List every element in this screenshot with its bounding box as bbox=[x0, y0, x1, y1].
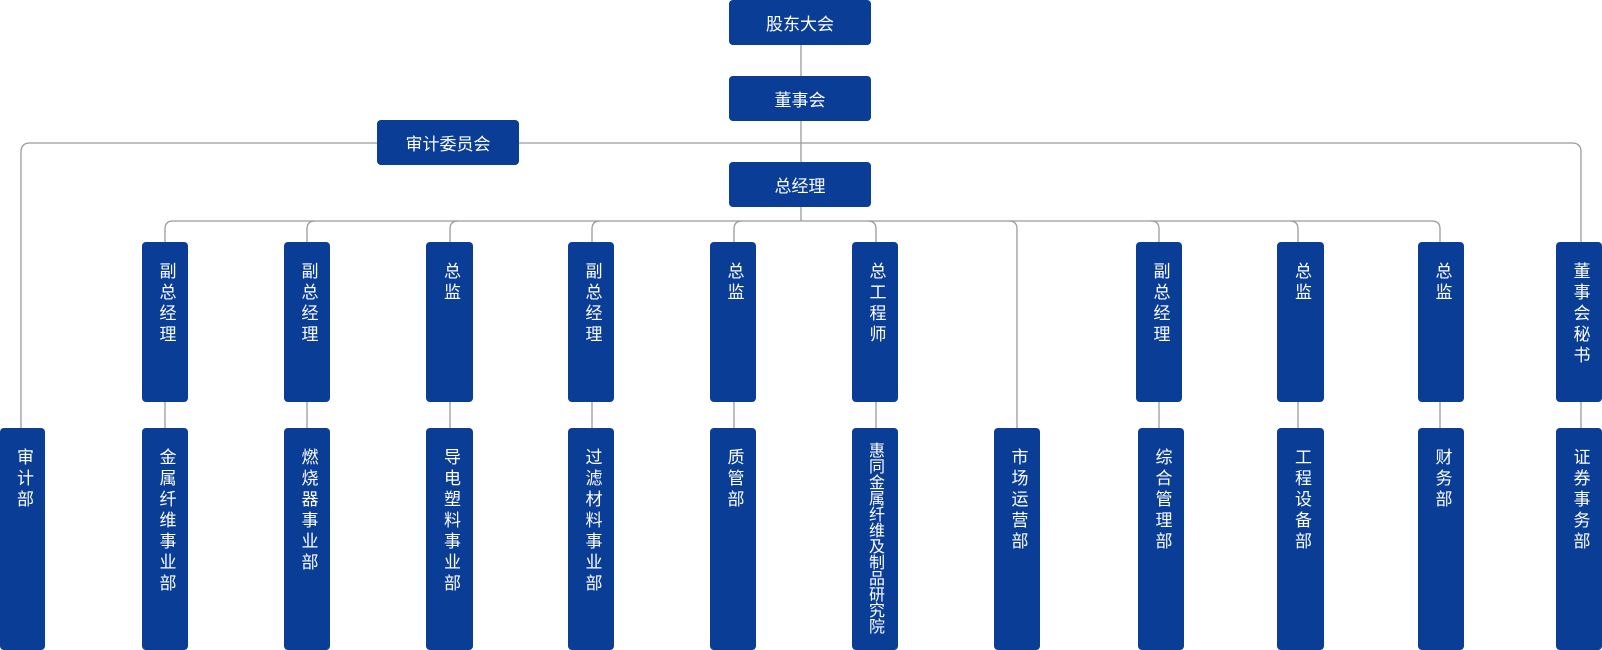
shareholders-box: 股东大会 bbox=[729, 0, 871, 45]
manager-label: 总监 bbox=[723, 262, 744, 304]
manager-box: 总工程师 bbox=[852, 242, 898, 402]
manager-box: 总监 bbox=[1418, 242, 1464, 402]
manager-box: 总监 bbox=[710, 242, 756, 402]
audit-committee-box: 审计委员会 bbox=[377, 120, 519, 165]
department-box: 金属纤维事业部 bbox=[142, 428, 188, 650]
department-label: 综合管理部 bbox=[1151, 448, 1172, 553]
department-box: 导电塑料事业部 bbox=[426, 428, 473, 650]
department-label: 导电塑料事业部 bbox=[440, 448, 460, 595]
board-box: 董事会 bbox=[729, 76, 871, 121]
department-label: 工程设备部 bbox=[1291, 448, 1311, 553]
manager-label: 副总经理 bbox=[581, 262, 602, 346]
manager-label: 总监 bbox=[440, 262, 460, 304]
department-label: 质管部 bbox=[723, 448, 744, 511]
manager-label: 副总经理 bbox=[1149, 262, 1170, 346]
department-label: 金属纤维事业部 bbox=[155, 448, 176, 595]
department-label: 惠同金属纤维及制品研究院 bbox=[866, 442, 885, 634]
department-box: 惠同金属纤维及制品研究院 bbox=[852, 428, 898, 650]
department-box: 财务部 bbox=[1418, 428, 1464, 650]
department-label: 市场运营部 bbox=[1007, 448, 1028, 553]
department-label: 燃烧器事业部 bbox=[297, 448, 318, 574]
manager-label: 董事会秘书 bbox=[1569, 262, 1590, 367]
manager-box: 副总经理 bbox=[1136, 242, 1182, 402]
manager-label: 副总经理 bbox=[155, 262, 176, 346]
department-label: 证券事务部 bbox=[1569, 448, 1590, 553]
manager-box: 总监 bbox=[426, 242, 473, 402]
gm-label: 总经理 bbox=[774, 177, 826, 197]
gm-box: 总经理 bbox=[729, 162, 871, 207]
department-box: 市场运营部 bbox=[994, 428, 1040, 650]
manager-box: 副总经理 bbox=[284, 242, 330, 402]
department-box: 审计部 bbox=[0, 428, 45, 650]
department-label: 财务部 bbox=[1431, 448, 1452, 511]
manager-label: 副总经理 bbox=[297, 262, 318, 346]
department-box: 燃烧器事业部 bbox=[284, 428, 330, 650]
department-box: 综合管理部 bbox=[1138, 428, 1184, 650]
manager-box: 董事会秘书 bbox=[1556, 242, 1602, 402]
manager-label: 总监 bbox=[1291, 262, 1311, 304]
manager-label: 总工程师 bbox=[865, 262, 886, 346]
manager-label: 总监 bbox=[1431, 262, 1452, 304]
department-box: 证券事务部 bbox=[1556, 428, 1602, 650]
department-label: 过滤材料事业部 bbox=[581, 448, 602, 595]
manager-box: 副总经理 bbox=[142, 242, 188, 402]
department-box: 质管部 bbox=[710, 428, 756, 650]
department-box: 过滤材料事业部 bbox=[568, 428, 614, 650]
audit-committee-label: 审计委员会 bbox=[405, 135, 491, 155]
manager-box: 总监 bbox=[1277, 242, 1324, 402]
manager-box: 副总经理 bbox=[568, 242, 614, 402]
shareholders-label: 股东大会 bbox=[766, 15, 834, 35]
department-box: 工程设备部 bbox=[1277, 428, 1324, 650]
department-label: 审计部 bbox=[13, 448, 33, 511]
board-label: 董事会 bbox=[774, 91, 826, 111]
